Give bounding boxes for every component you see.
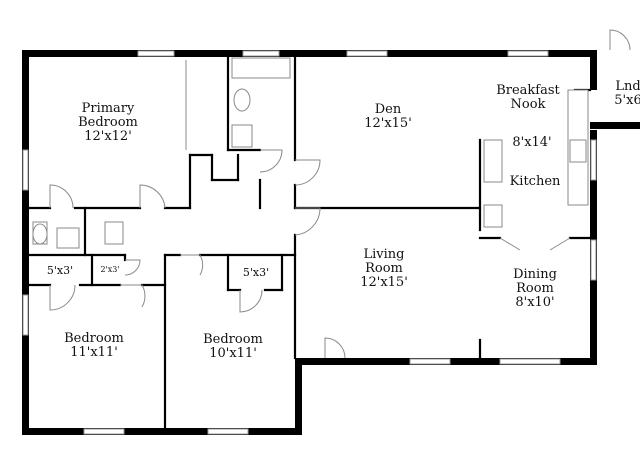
doors — [49, 29, 631, 359]
interior-walls — [27, 55, 592, 430]
dining-room-name-line2: Room — [516, 281, 554, 296]
primary-bedroom-name-line1: Primary — [82, 101, 135, 116]
closet-left-size: 5'x3' — [47, 264, 73, 277]
dining-room-name-line1: Dining — [513, 267, 557, 282]
living-room-name-line2: Room — [365, 261, 403, 276]
windows — [22, 50, 597, 435]
bedroom-left-size: 11'x11' — [70, 345, 118, 360]
closet-middle-size: 5'x3' — [243, 266, 269, 279]
bedroom-left-name: Bedroom — [64, 331, 124, 346]
den-size: 12'x15' — [364, 116, 412, 131]
den-name: Den — [375, 102, 402, 117]
laundry-size: 5'x6 — [614, 93, 640, 108]
fixtures — [32, 57, 597, 280]
breakfast-nook-size: 8'x14' — [512, 135, 551, 150]
closet-small-size: 2'x3' — [100, 265, 119, 274]
bedroom-middle-size: 10'x11' — [209, 346, 257, 361]
primary-bedroom-name-line2: Bedroom — [78, 115, 138, 130]
living-room-size: 12'x15' — [360, 275, 408, 290]
primary-bedroom-size: 12'x12' — [84, 129, 132, 144]
breakfast-nook-name-line1: Breakfast — [496, 83, 560, 98]
breakfast-nook-name-line2: Nook — [511, 97, 546, 112]
room-labels: Primary Bedroom 12'x12' Den 12'x15' Brea… — [47, 79, 640, 361]
bedroom-middle-name: Bedroom — [203, 332, 263, 347]
living-room-name-line1: Living — [364, 247, 405, 262]
kitchen-name: Kitchen — [510, 174, 561, 189]
laundry-name: Lnd — [615, 79, 640, 94]
dining-room-size: 8'x10' — [515, 295, 554, 310]
